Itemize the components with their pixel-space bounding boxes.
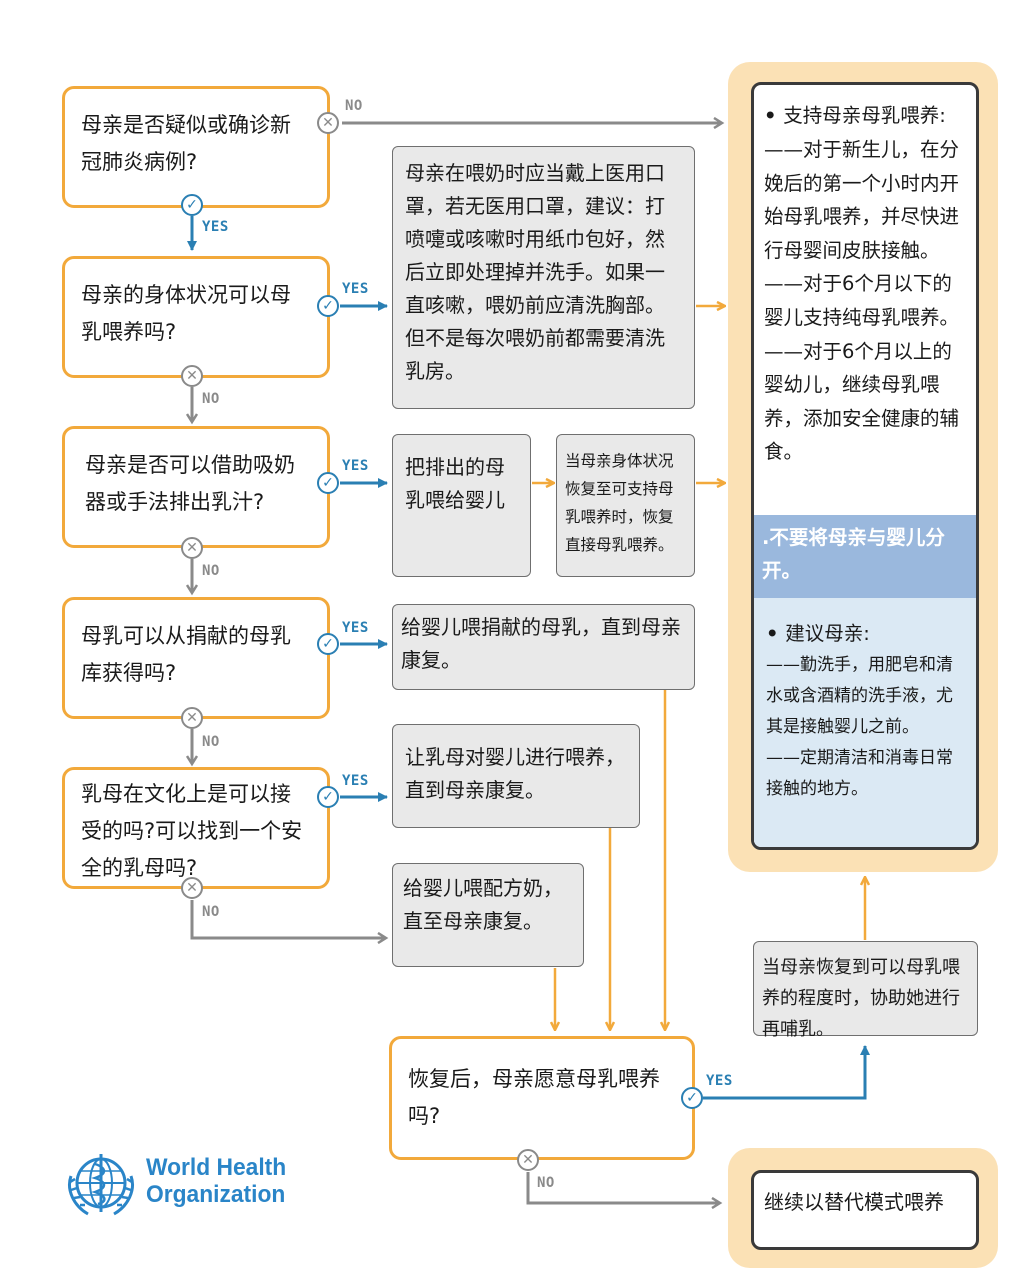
support-section: • 支持母亲母乳喂养: ——对于新生儿，在分娩后的第一个小时内开始母乳喂养，并尽… xyxy=(754,85,976,477)
yes-label: YES xyxy=(202,219,229,235)
question-covid-case: 母亲是否疑似或确诊新冠肺炎病例? xyxy=(62,86,330,208)
support-title: • 支持母亲母乳喂养: xyxy=(764,104,946,127)
who-wordmark-line2: Organization xyxy=(146,1181,286,1208)
who-wordmark: World Health Organization xyxy=(146,1154,286,1208)
question-express-milk-text: 母亲是否可以借助吸奶器或手法排出乳汁? xyxy=(85,453,295,514)
final-alternative-feeding-text: 继续以替代模式喂养 xyxy=(764,1190,944,1214)
advice-section: • 建议母亲: ——勤洗手，用肥皂和清水或含酒精的洗手液，尤其是接触婴儿之前。 … xyxy=(754,598,976,847)
question-mother-condition-text: 母亲的身体状况可以母乳喂养吗? xyxy=(81,283,291,344)
action-mask-advice-text: 母亲在喂奶时应当戴上医用口罩，若无医用口罩，建议：打喷嚏或咳嗽时用纸巾包好，然后… xyxy=(405,161,665,383)
yes-label: YES xyxy=(342,620,369,636)
action-donor-milk-text: 给婴儿喂捐献的母乳，直到母亲康复。 xyxy=(401,615,681,672)
yes-badge-icon: ✓ xyxy=(317,295,339,317)
support-title-text: 支持母亲母乳喂养: xyxy=(783,104,946,127)
yes-badge-icon: ✓ xyxy=(317,786,339,808)
advice-line-handwash: ——勤洗手，用肥皂和清水或含酒精的洗手液，尤其是接触婴儿之前。 xyxy=(766,655,953,737)
yes-label: YES xyxy=(342,773,369,789)
final-alternative-feeding: 继续以替代模式喂养 xyxy=(751,1170,979,1250)
no-label: NO xyxy=(202,734,220,750)
no-badge-icon: ✕ xyxy=(517,1149,539,1171)
action-feed-expressed-milk: 把排出的母乳喂给婴儿 xyxy=(392,434,531,577)
arrow-q6-yes xyxy=(703,1045,870,1100)
action-resume-direct-text: 当母亲身体状况恢复至可支持母乳喂养时，恢复直接母乳喂养。 xyxy=(565,452,674,554)
no-label: NO xyxy=(202,563,220,579)
action-formula-text: 给婴儿喂配方奶，直至母亲康复。 xyxy=(403,876,563,933)
action-wet-nurse-text: 让乳母对婴儿进行喂养，直到母亲康复。 xyxy=(405,745,625,802)
no-label: NO xyxy=(202,391,220,407)
who-emblem-icon xyxy=(68,1154,134,1216)
no-badge-icon: ✕ xyxy=(181,537,203,559)
do-not-separate-text: 不要将母亲与婴儿分开。 xyxy=(762,526,945,582)
action-donor-milk: 给婴儿喂捐献的母乳，直到母亲康复。 xyxy=(392,604,695,690)
support-panel: • 支持母亲母乳喂养: ——对于新生儿，在分娩后的第一个小时内开始母乳喂养，并尽… xyxy=(751,82,979,850)
question-wet-nurse: 乳母在文化上是可以接受的吗?可以找到一个安全的乳母吗? xyxy=(62,767,330,889)
who-wordmark-line1: World Health xyxy=(146,1154,287,1181)
action-relactation: 当母亲恢复到可以母乳喂养的程度时，协助她进行再哺乳。 xyxy=(753,941,978,1040)
action-formula: 给婴儿喂配方奶，直至母亲康复。 xyxy=(392,863,584,967)
support-line-newborn: ——对于新生儿，在分娩后的第一个小时内开始母乳喂养，并尽快进行母婴间皮肤接触。 xyxy=(764,138,960,262)
no-badge-icon: ✕ xyxy=(317,112,339,134)
no-badge-icon: ✕ xyxy=(181,365,203,387)
question-express-milk: 母亲是否可以借助吸奶器或手法排出乳汁? xyxy=(62,426,330,548)
question-donor-milk-text: 母乳可以从捐献的母乳库获得吗? xyxy=(81,624,291,685)
arrow-q6-no xyxy=(526,1172,720,1203)
no-label: NO xyxy=(345,98,363,114)
action-relactation-text: 当母亲恢复到可以母乳喂养的程度时，协助她进行再哺乳。 xyxy=(762,957,960,1040)
action-resume-direct: 当母亲身体状况恢复至可支持母乳喂养时，恢复直接母乳喂养。 xyxy=(556,434,695,577)
yes-label: YES xyxy=(342,281,369,297)
no-label: NO xyxy=(537,1175,555,1191)
no-badge-icon: ✕ xyxy=(181,877,203,899)
question-mother-condition: 母亲的身体状况可以母乳喂养吗? xyxy=(62,256,330,378)
support-line-under6: ——对于6个月以下的婴儿支持纯母乳喂养。 xyxy=(764,272,960,329)
action-mask-advice: 母亲在喂奶时应当戴上医用口罩，若无医用口罩，建议：打喷嚏或咳嗽时用纸巾包好，然后… xyxy=(392,146,695,409)
advice-title: • 建议母亲: xyxy=(766,622,870,645)
action-wet-nurse: 让乳母对婴儿进行喂养，直到母亲康复。 xyxy=(392,724,640,828)
who-logo: World Health Organization xyxy=(62,1146,302,1220)
question-covid-case-text: 母亲是否疑似或确诊新冠肺炎病例? xyxy=(81,113,291,174)
yes-badge-icon: ✓ xyxy=(181,194,203,216)
yes-badge-icon: ✓ xyxy=(681,1087,703,1109)
question-donor-milk: 母乳可以从捐献的母乳库获得吗? xyxy=(62,597,330,719)
question-resume-breastfeeding-text: 恢复后，母亲愿意母乳喂养吗? xyxy=(408,1067,660,1128)
advice-title-text: 建议母亲: xyxy=(785,622,870,645)
action-feed-expressed-milk-text: 把排出的母乳喂给婴儿 xyxy=(405,455,505,512)
yes-badge-icon: ✓ xyxy=(317,472,339,494)
no-badge-icon: ✕ xyxy=(181,707,203,729)
yes-label: YES xyxy=(706,1073,733,1089)
advice-line-clean: ——定期清洁和消毒日常接触的地方。 xyxy=(766,748,953,799)
question-wet-nurse-text: 乳母在文化上是可以接受的吗?可以找到一个安全的乳母吗? xyxy=(81,782,303,880)
do-not-separate-banner: .不要将母亲与婴儿分开。 xyxy=(754,515,976,598)
arrow-q5-no xyxy=(190,900,386,938)
question-resume-breastfeeding: 恢复后，母亲愿意母乳喂养吗? xyxy=(389,1036,695,1160)
no-label: NO xyxy=(202,904,220,920)
support-line-over6: ——对于6个月以上的婴幼儿，继续母乳喂养，添加安全健康的辅食。 xyxy=(764,339,960,464)
yes-label: YES xyxy=(342,458,369,474)
yes-badge-icon: ✓ xyxy=(317,633,339,655)
